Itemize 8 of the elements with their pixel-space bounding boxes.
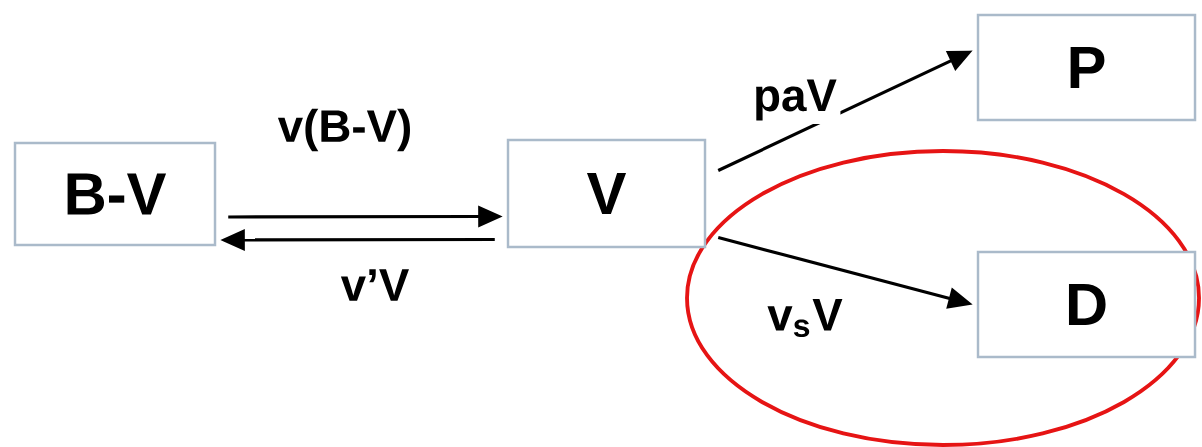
process-box: P [976,13,1197,122]
edge-label: v(B-V) [274,105,416,155]
edge-label: v$_{s}$V [763,295,847,341]
process-box: V [506,138,707,249]
edge-label: v’V [337,265,413,305]
process-box: B-V [13,141,217,247]
edge-label: paV [749,76,841,124]
process-box: D [976,250,1197,359]
